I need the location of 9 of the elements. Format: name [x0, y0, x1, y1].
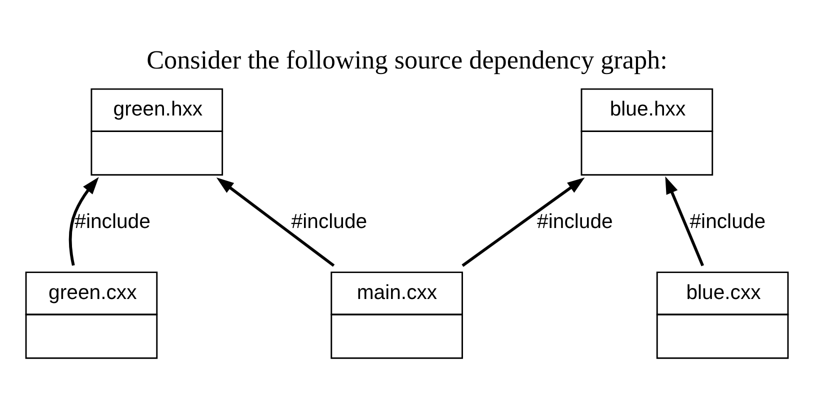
edge-label: #include — [690, 211, 766, 234]
edge-label: #include — [74, 211, 150, 234]
arrow — [462, 178, 585, 267]
arrow — [665, 176, 704, 266]
edge-label: #include — [537, 211, 613, 234]
arrow — [68, 176, 99, 266]
edge-label: #include — [291, 211, 368, 234]
arrow — [216, 177, 335, 267]
diagram-title: Consider the following source dependency graph: — [146, 46, 668, 75]
